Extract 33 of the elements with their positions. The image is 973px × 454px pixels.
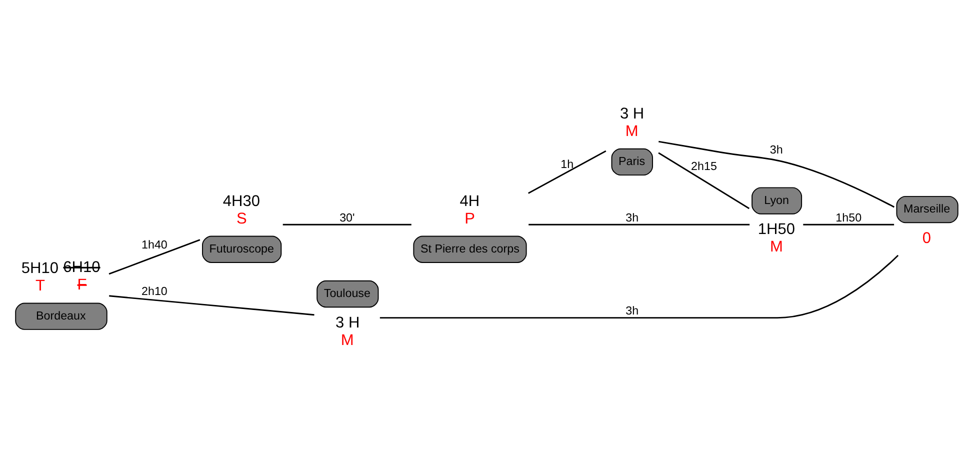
edge-label: 30' xyxy=(340,210,355,224)
node-label: M xyxy=(340,331,354,348)
connector xyxy=(282,223,412,225)
node-label: P xyxy=(464,210,476,227)
node-label: 1H50 xyxy=(758,220,795,238)
edge-label: 1h50 xyxy=(836,210,862,224)
edge-label: 1h xyxy=(560,157,574,170)
node-label: T xyxy=(36,276,45,294)
connector xyxy=(658,152,750,209)
node-label: 4H xyxy=(460,192,480,210)
connector xyxy=(109,294,314,316)
node-label: 4H30 xyxy=(222,192,260,210)
edge-label: 3h xyxy=(626,304,639,317)
node-label: 0 xyxy=(922,229,932,246)
node-label: M xyxy=(770,238,783,256)
edge-label: 3h xyxy=(626,210,639,224)
node-label: 3 H xyxy=(336,314,360,331)
connector xyxy=(108,238,200,274)
edge-label: 3h xyxy=(770,142,783,156)
edge-label: 1h40 xyxy=(141,238,168,251)
node-label: 6H10 xyxy=(63,258,100,276)
edge-label: 2h15 xyxy=(691,159,717,172)
node-label: S xyxy=(236,210,247,227)
connector xyxy=(528,150,606,194)
connector xyxy=(658,140,894,208)
connector xyxy=(380,254,899,318)
connector xyxy=(528,223,750,225)
node-label: 5H10 xyxy=(21,259,59,276)
node-label: F xyxy=(77,276,87,293)
node-label: 3 H xyxy=(620,105,644,122)
node-label: M xyxy=(625,122,638,140)
edge-label: 2h10 xyxy=(141,284,168,298)
connector xyxy=(803,223,894,225)
